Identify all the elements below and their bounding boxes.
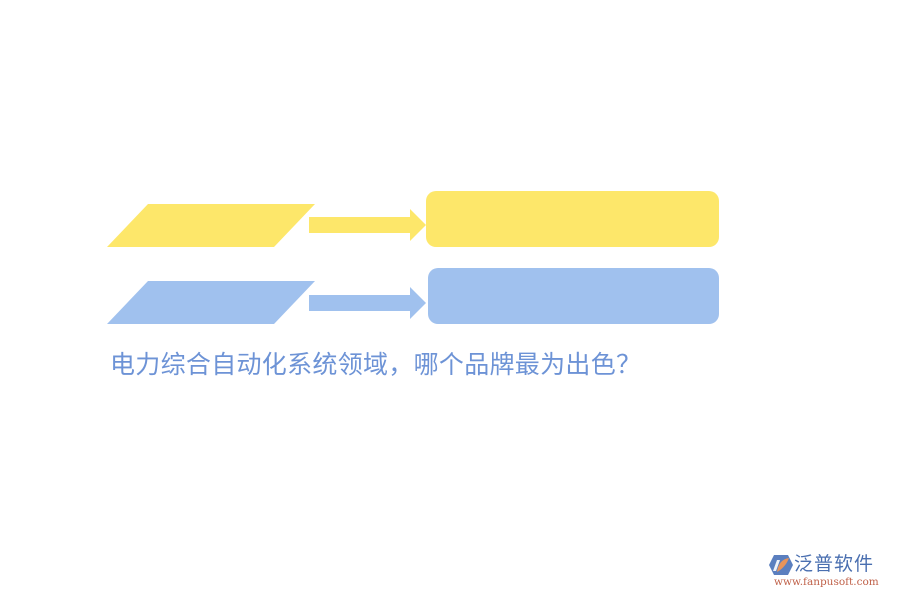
diagram-title: 电力综合自动化系统领域，哪个品牌最为出色？ (110, 350, 642, 379)
row-2-shapes (107, 268, 719, 324)
row-1-shapes (107, 191, 719, 247)
row-1-output-box (426, 191, 719, 247)
fanpu-logo-icon (769, 555, 793, 575)
row-2-input-parallelogram (107, 281, 315, 324)
row-2-output-box (428, 268, 719, 324)
logo-url: www.fanpusoft.com (774, 576, 879, 588)
logo-brand-name: 泛普软件 (794, 553, 875, 575)
row-1-arrow (309, 209, 426, 241)
row-1-input-parallelogram (107, 204, 315, 247)
fanpu-logo: 泛普软件 www.fanpusoft.com (768, 552, 894, 592)
row-2-arrow (309, 287, 426, 319)
